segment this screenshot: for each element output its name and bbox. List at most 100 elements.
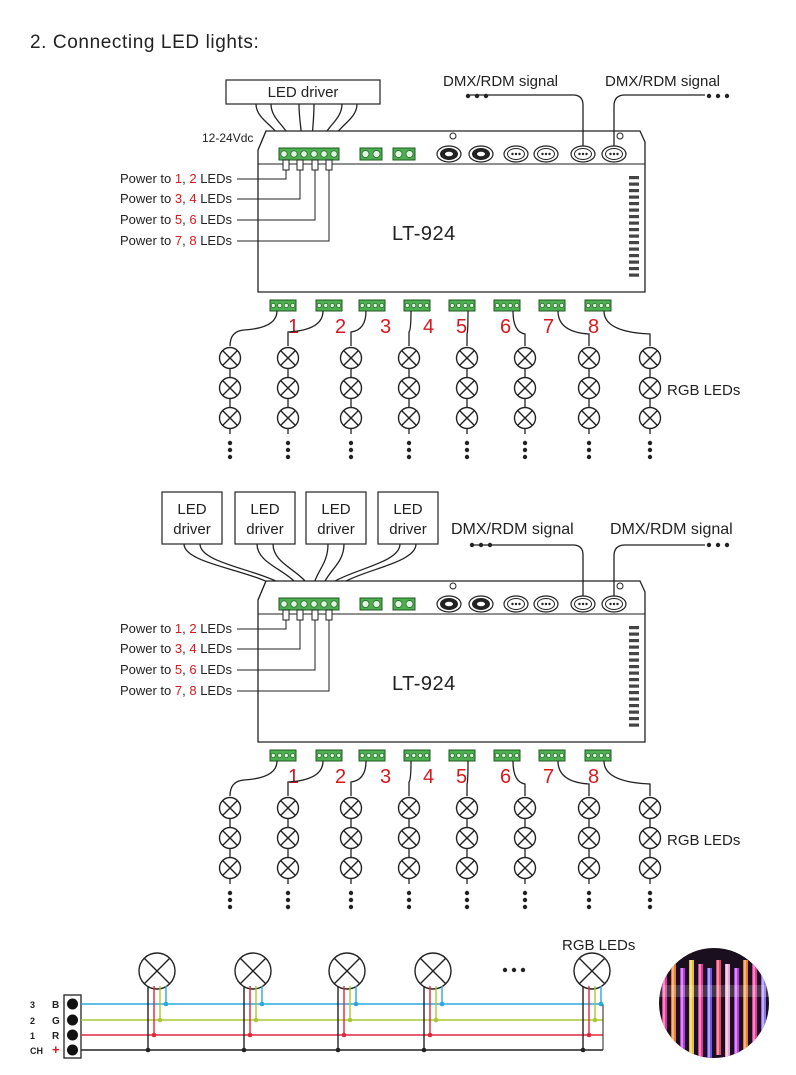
led-icon [577, 406, 601, 430]
power-label-part: , [182, 233, 189, 248]
output-number: 1 [288, 766, 299, 788]
led-driver-box [161, 491, 223, 545]
xlr-connector-icon [533, 595, 559, 613]
output-terminal [448, 299, 476, 312]
power-label-part: LEDs [197, 233, 233, 248]
output-number: 5 [456, 316, 467, 338]
more-leds-dots [464, 890, 470, 910]
output-number: 2 [335, 766, 346, 788]
output-wire [287, 760, 324, 796]
junction-dot [580, 1047, 586, 1053]
led-icon [513, 376, 537, 400]
led-driver-label: LED [393, 501, 422, 518]
more-leds-dots [406, 440, 412, 460]
power-label: Power to 7, 8 LEDs [120, 233, 233, 248]
junction-dot [586, 1032, 592, 1038]
more-leds-dots [285, 890, 291, 910]
output-number: 3 [380, 766, 391, 788]
led-driver-box [234, 491, 296, 545]
power-label-part: LEDs [197, 662, 233, 677]
more-leds-dots [406, 890, 412, 910]
led-icon [339, 796, 363, 820]
power-label-part: , [182, 683, 189, 698]
led-icon [573, 952, 611, 990]
junction-dot [427, 1032, 433, 1038]
power-label-part: , [182, 171, 189, 186]
dmx-in-wire [470, 94, 584, 146]
pin-number: 2 [30, 1016, 35, 1026]
power-channel-number: 7 [175, 683, 182, 698]
power-wire [237, 170, 316, 221]
power-label-part: , [182, 191, 189, 206]
output-number: 6 [500, 316, 511, 338]
power-label: Power to 5, 6 LEDs [120, 212, 233, 227]
led-icon [397, 346, 421, 370]
power-label-part: LEDs [197, 683, 233, 698]
led-icon [513, 856, 537, 880]
led-icon [577, 796, 601, 820]
led-icon [339, 346, 363, 370]
power-channel-number: 8 [189, 233, 196, 248]
signal-out-ellipsis [706, 93, 730, 99]
connector-pin-icon [67, 998, 78, 1010]
dmx-in-wire [470, 544, 584, 596]
junction-dot [253, 1017, 259, 1023]
led-driver-label: driver [389, 521, 427, 538]
diagram-four-drivers: LEDdriverLEDdriverLEDdriverLEDdriverLT-9… [120, 491, 740, 910]
output-terminal [269, 299, 297, 312]
led-icon [276, 796, 300, 820]
power-channel-number: 3 [175, 191, 182, 206]
led-driver-label: driver [246, 521, 284, 538]
output-number: 7 [543, 316, 554, 338]
junction-dot [241, 1047, 247, 1053]
led-icon [276, 346, 300, 370]
led-icon [218, 376, 242, 400]
vent-grille [629, 176, 639, 277]
more-leds-dots [647, 440, 653, 460]
power-wire [237, 620, 330, 692]
connector-pin-icon [67, 1029, 78, 1041]
led-icon [455, 826, 479, 850]
more-leds-dots [227, 890, 233, 910]
output-wire [287, 310, 324, 346]
led-icon [276, 376, 300, 400]
led-icon [577, 346, 601, 370]
dmx-out-wire [613, 94, 705, 146]
power-wire [237, 620, 301, 650]
output-terminal [315, 749, 343, 762]
pin-name: B [52, 1000, 59, 1011]
led-icon [276, 406, 300, 430]
led-icon [339, 856, 363, 880]
output-terminal [538, 299, 566, 312]
signal-in-ellipsis [469, 542, 493, 548]
aux-terminal [359, 597, 383, 611]
led-driver-box [377, 491, 439, 545]
led-icon [638, 796, 662, 820]
led-icon [513, 796, 537, 820]
output-wire [512, 310, 526, 346]
output-number: 3 [380, 316, 391, 338]
output-number: 1 [288, 316, 299, 338]
led-driver-label: LED [250, 501, 279, 518]
aux-terminal [392, 597, 416, 611]
power-label-part: Power to [120, 171, 175, 186]
power-label-part: Power to [120, 662, 175, 677]
led-icon [397, 826, 421, 850]
more-leds-ellipsis [502, 967, 526, 973]
output-wire [408, 310, 412, 346]
output-terminal [315, 299, 343, 312]
output-terminal [493, 749, 521, 762]
power-wire [237, 620, 316, 671]
rgb-leds-label: RGB LEDs [562, 937, 635, 954]
aux-terminal [392, 147, 416, 161]
led-icon [513, 346, 537, 370]
pin-name: + [52, 1042, 60, 1057]
led-icon [397, 376, 421, 400]
power-channel-number: 6 [189, 212, 196, 227]
output-wire [408, 760, 412, 796]
led-icon [513, 826, 537, 850]
led-icon [234, 952, 272, 990]
device-label: LT-924 [392, 673, 456, 695]
rgb-leds-label: RGB LEDs [667, 382, 740, 399]
